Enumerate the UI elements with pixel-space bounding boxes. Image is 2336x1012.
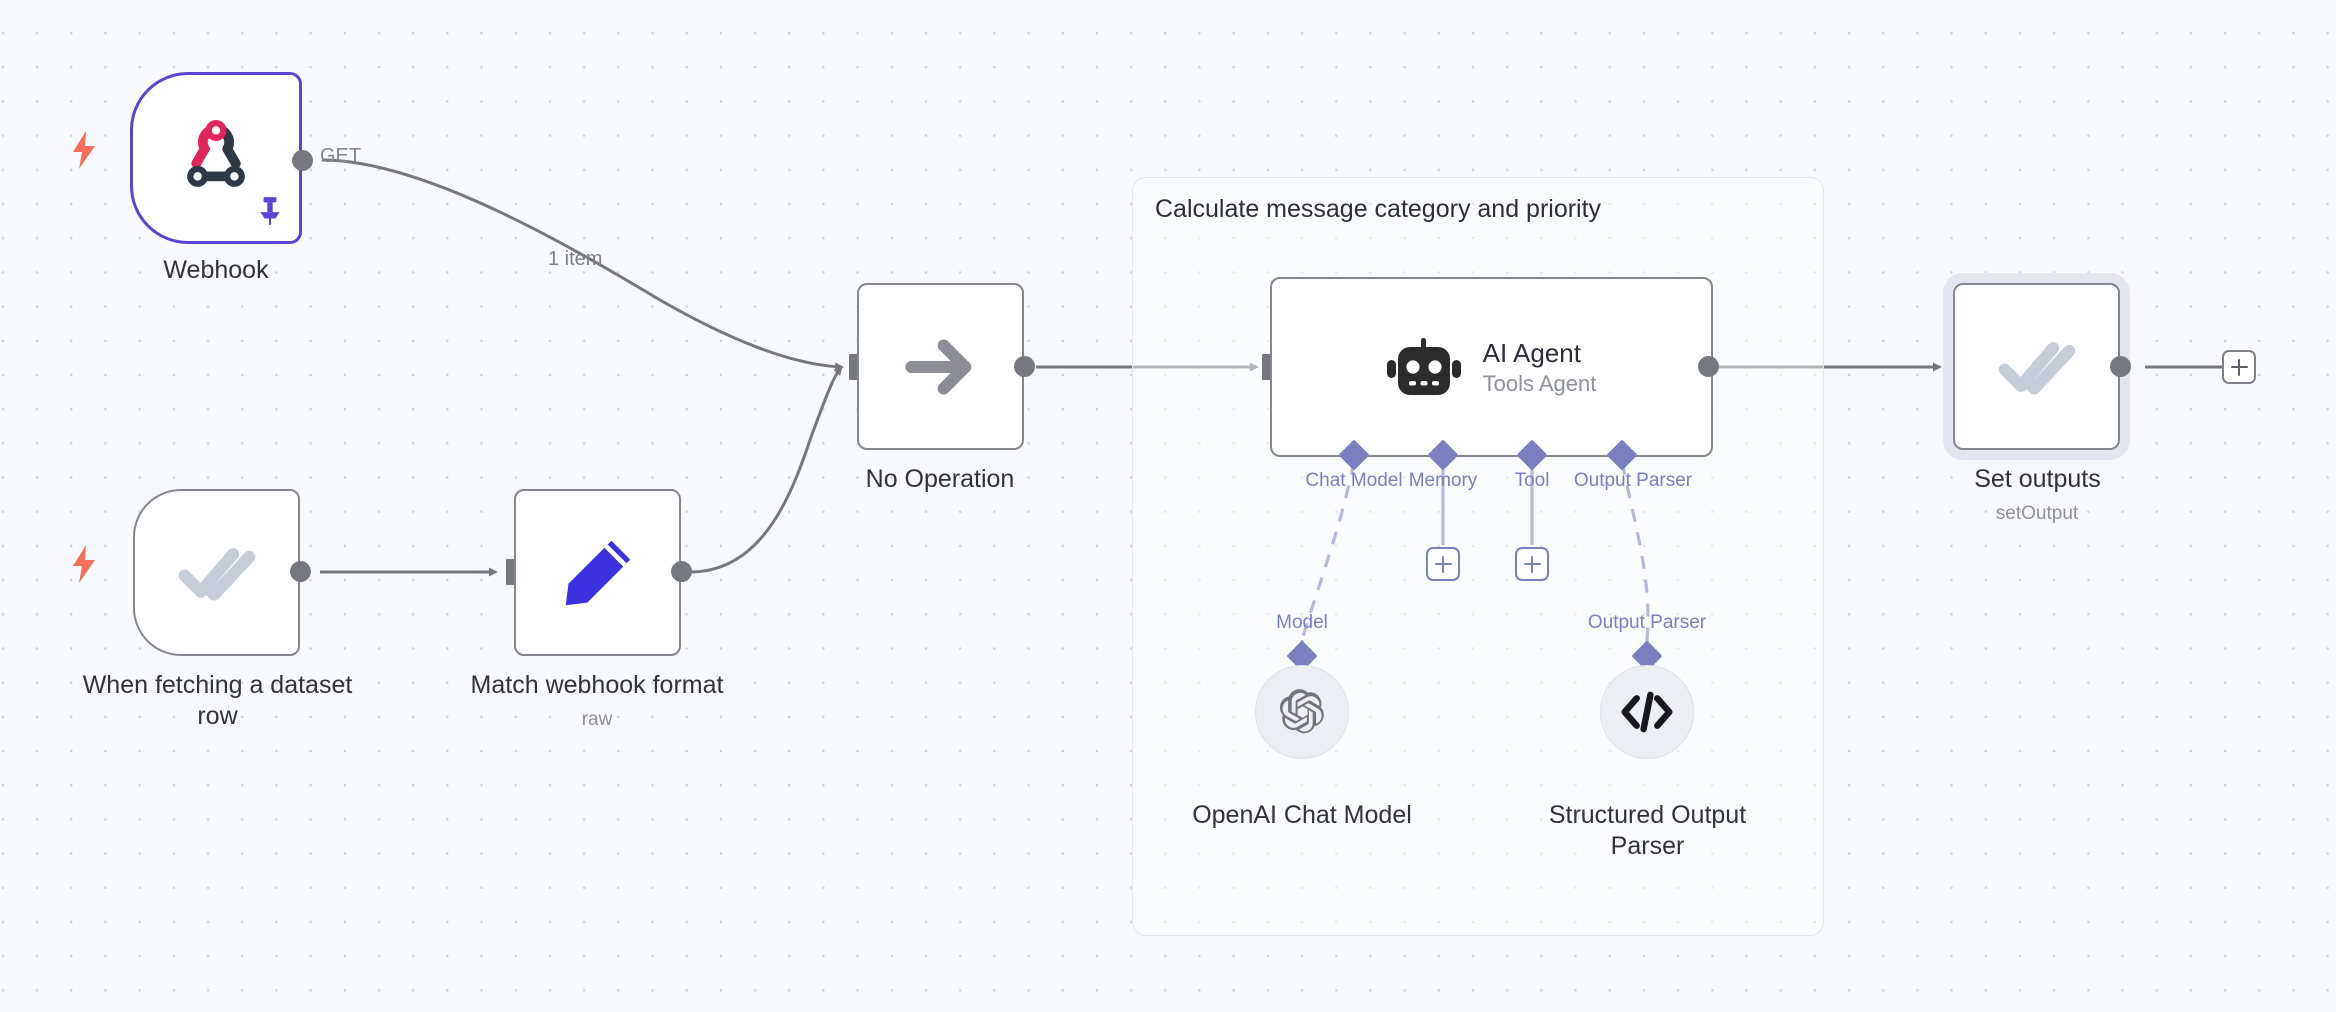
node-set-outputs-label: Set outputs: [1974, 465, 2101, 493]
port-label-memory: Memory: [1408, 470, 1478, 491]
node-ai-agent[interactable]: AI Agent Tools Agent: [1270, 277, 1713, 457]
port-label-chat-model: Chat Model: [1305, 470, 1403, 491]
pencil-icon: [565, 540, 630, 605]
plus-vertical-bar: [2237, 358, 2241, 376]
node-webhook[interactable]: [130, 72, 302, 244]
webhook-icon: [187, 119, 245, 187]
add-node-button[interactable]: [2222, 350, 2256, 384]
node-no-operation-output-port[interactable]: [1014, 356, 1035, 377]
node-ai-agent-subtitle: Tools Agent: [1482, 370, 1597, 396]
node-no-operation[interactable]: [857, 283, 1024, 450]
code-brackets-icon: [1621, 691, 1673, 733]
arrow-right-icon: [904, 338, 971, 395]
node-match-webhook-format-label: Match webhook format: [470, 671, 724, 699]
node-set-outputs-output-port[interactable]: [2110, 356, 2131, 377]
add-memory-button[interactable]: [1426, 547, 1460, 581]
node-no-operation-label: No Operation: [865, 465, 1015, 493]
node-match-webhook-format-output-port[interactable]: [671, 561, 692, 582]
add-tool-button[interactable]: [1515, 547, 1549, 581]
subnode-connector-label-model: Model: [1276, 612, 1328, 633]
edge-label-webhook-output: GET: [320, 145, 362, 167]
node-set-outputs-input-port[interactable]: [1945, 354, 1955, 380]
pin-icon: [257, 196, 283, 231]
node-set-outputs-sublabel: setOutput: [1995, 503, 2079, 524]
node-when-fetching-a-dataset-row[interactable]: [133, 489, 300, 656]
node-when-fetching-a-dataset-row-label: When fetching a dataset row: [82, 671, 353, 730]
group-title: Calculate message category and priority: [1155, 195, 1602, 223]
node-webhook-label: Webhook: [163, 256, 269, 284]
node-match-webhook-format-input-port[interactable]: [506, 559, 516, 585]
node-ai-agent-title: AI Agent: [1482, 337, 1581, 368]
node-match-webhook-format-sublabel: raw: [581, 709, 613, 730]
plus-vertical-bar: [1530, 555, 1534, 573]
double-check-icon: [178, 547, 255, 601]
subnode-openai-chat-model-label: OpenAI Chat Model: [1192, 801, 1412, 829]
subnode-structured-output-parser-label: Structured Output Parser: [1548, 801, 1747, 860]
port-label-output-parser: Output Parser: [1573, 470, 1693, 491]
openai-icon: [1279, 689, 1324, 734]
node-ai-agent-input-port[interactable]: [1262, 354, 1272, 380]
trigger-bolt-icon-webhook: [70, 131, 98, 169]
node-match-webhook-format[interactable]: [514, 489, 681, 656]
node-ai-agent-output-port[interactable]: [1698, 356, 1719, 377]
robot-icon: [1386, 338, 1461, 395]
subnode-structured-output-parser[interactable]: [1600, 665, 1694, 759]
trigger-bolt-icon-dataset: [70, 545, 98, 583]
node-webhook-output-port[interactable]: [292, 150, 313, 171]
subnode-connector-label-output-parser: Output Parser: [1587, 612, 1707, 633]
node-dataset-row-output-port[interactable]: [290, 561, 311, 582]
node-set-outputs[interactable]: [1953, 283, 2120, 450]
subnode-openai-chat-model[interactable]: [1255, 665, 1349, 759]
edge-label-1-item: 1 item: [548, 248, 603, 270]
plus-vertical-bar: [1441, 555, 1445, 573]
port-label-tool: Tool: [1514, 470, 1550, 491]
node-no-operation-input-port[interactable]: [849, 354, 859, 380]
double-check-icon: [1998, 341, 2075, 395]
